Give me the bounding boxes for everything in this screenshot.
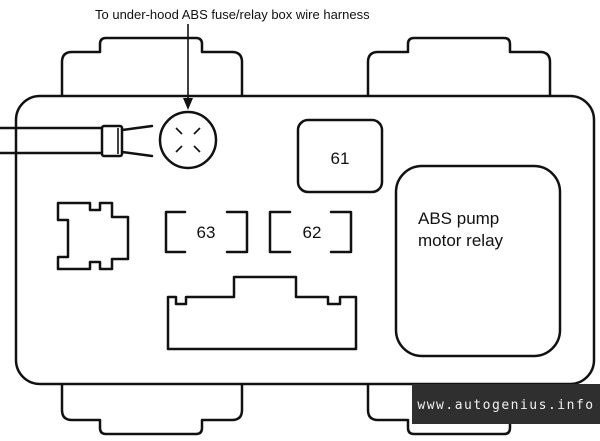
relay-63-outline <box>164 210 249 254</box>
relay-62-outline <box>268 210 353 254</box>
harness-callout-text: To under-hood ABS fuse/relay box wire ha… <box>95 7 370 22</box>
bottom-mounting-tab-left <box>60 368 244 436</box>
watermark: www.autogenius.info <box>412 384 600 424</box>
watermark-text: www.autogenius.info <box>417 398 594 413</box>
relay-62-label: 62 <box>303 223 322 242</box>
abs-pump-relay-label-line1: ABS pump <box>418 209 499 228</box>
relay-61-label: 61 <box>331 149 350 168</box>
abs-pump-motor-relay-outline <box>394 164 562 358</box>
left-multi-pin-connector <box>56 201 130 271</box>
ring-terminal-connector <box>158 110 218 170</box>
relay-63-label: 63 <box>197 223 216 242</box>
abs-pump-relay-label-line2: motor relay <box>418 231 504 250</box>
wire-harness <box>0 124 154 158</box>
bottom-multi-pin-connector <box>166 275 358 351</box>
relay-61-outline <box>296 118 384 194</box>
top-mounting-tab-left <box>60 36 244 102</box>
top-mounting-tab-right <box>366 36 552 102</box>
callout-arrow <box>183 24 193 110</box>
